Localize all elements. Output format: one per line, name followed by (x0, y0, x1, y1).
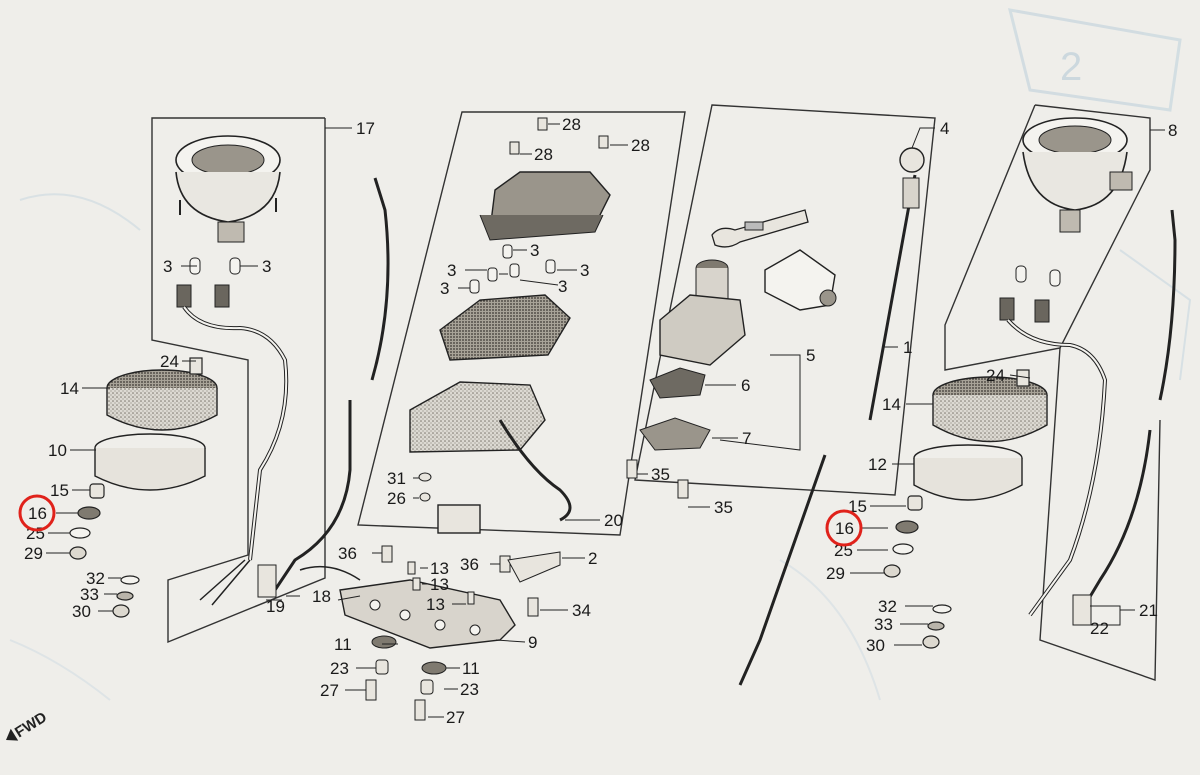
callout: 21 (1139, 601, 1158, 620)
callout: 8 (1168, 121, 1177, 140)
callout: 35 (714, 498, 733, 517)
callout: 15 (50, 481, 69, 500)
callout: 28 (534, 145, 553, 164)
callout: 9 (528, 633, 537, 652)
callout: 36 (338, 544, 357, 563)
callout: 36 (460, 555, 479, 574)
callout: 14 (60, 379, 79, 398)
callout: 3 (580, 261, 589, 280)
background-bleed: 2 (9, 8, 1192, 701)
callout: 28 (562, 115, 581, 134)
callout: 13 (430, 559, 449, 578)
callout: 15 (848, 497, 867, 516)
svg-text:2: 2 (1060, 45, 1082, 89)
center-switch-group (299, 111, 686, 721)
callout: 23 (460, 680, 479, 699)
callout-labels: 17 3 3 24 14 10 15 16 25 29 32 33 30 19 … (24, 115, 1177, 727)
callout: 18 (312, 587, 331, 606)
callout-highlighted: 16 (28, 504, 47, 523)
callout: 13 (430, 575, 449, 594)
callout: 14 (882, 395, 901, 414)
callout: 22 (1090, 619, 1109, 638)
right-meter-group (883, 104, 1177, 681)
callout: 3 (558, 277, 567, 296)
callout: 24 (986, 366, 1005, 385)
callout: 23 (330, 659, 349, 678)
callout: 33 (80, 585, 99, 604)
callout: 4 (940, 119, 949, 138)
center-frame (357, 111, 686, 536)
callout: 34 (572, 601, 591, 620)
callout: 32 (86, 569, 105, 588)
callout: 29 (24, 544, 43, 563)
callout: 7 (742, 429, 751, 448)
callout: 3 (262, 257, 271, 276)
callout-highlighted: 16 (835, 519, 854, 538)
callout: 2 (588, 549, 597, 568)
callout: 3 (530, 241, 539, 260)
callout: 24 (160, 352, 179, 371)
callout: 35 (651, 465, 670, 484)
callout: 10 (48, 441, 67, 460)
fwd-label: FWD (12, 709, 50, 742)
callout: 1 (903, 338, 912, 357)
ignition-group (626, 104, 936, 686)
fwd-marker: FWD (6, 709, 50, 742)
highlight-circle-left (18, 494, 56, 532)
left-meter-frame (151, 117, 326, 644)
callout: 28 (631, 136, 650, 155)
callout: 29 (826, 564, 845, 583)
callout: 11 (462, 659, 480, 678)
callout: 27 (446, 708, 465, 727)
callout: 3 (163, 257, 172, 276)
callout: 32 (878, 597, 897, 616)
highlight-circles (18, 494, 863, 547)
callout: 30 (72, 602, 91, 621)
callout: 13 (426, 595, 445, 614)
callout: 31 (387, 469, 406, 488)
left-meter-group (69, 117, 390, 644)
callout: 17 (356, 119, 375, 138)
callout: 12 (868, 455, 887, 474)
callout: 20 (604, 511, 623, 530)
callout: 11 (334, 635, 352, 654)
highlight-circle-right (825, 509, 863, 547)
callout: 19 (266, 597, 285, 616)
callout: 30 (866, 636, 885, 655)
callout: 5 (806, 346, 815, 365)
callout: 26 (387, 489, 406, 508)
callout: 3 (440, 279, 449, 298)
callout: 3 (447, 261, 456, 280)
callout: 27 (320, 681, 339, 700)
callout: 33 (874, 615, 893, 634)
callout: 6 (741, 376, 750, 395)
leader-lines (46, 123, 1165, 718)
